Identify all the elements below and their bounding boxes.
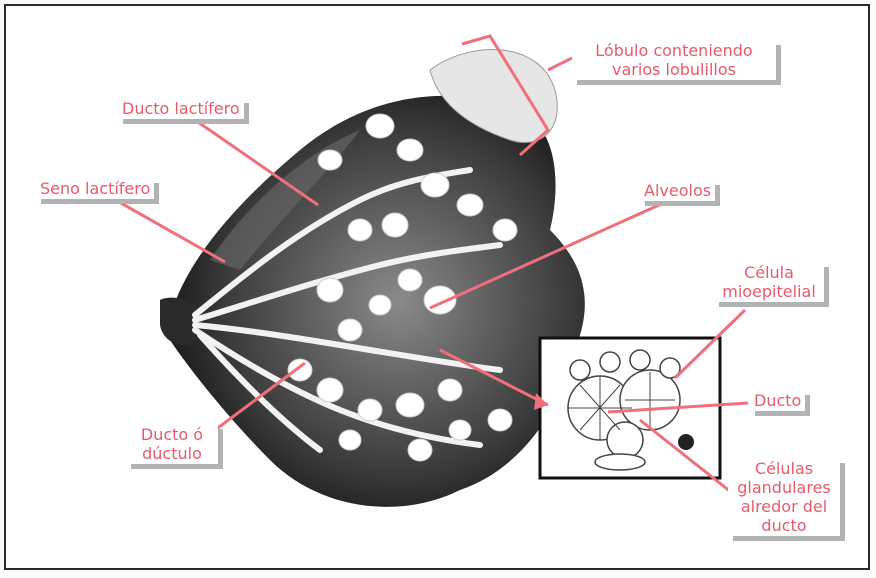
label-ducto-lactifero: Ducto lactífero <box>118 98 244 119</box>
label-lobulo: Lóbulo conteniendo varios lobulillos <box>572 40 776 80</box>
label-celula-mioepitelial: Célula mioepitelial <box>714 262 824 302</box>
label-celulas-glandulares: Células glandulares alredor del ducto <box>728 458 840 536</box>
label-seno-lactifero: Seno lactífero <box>36 178 154 199</box>
label-ducto: Ducto <box>750 390 805 411</box>
label-ducto-o-ductulo: Ducto ó dúctulo <box>126 424 218 464</box>
label-alveolos: Alveolos <box>640 180 715 201</box>
